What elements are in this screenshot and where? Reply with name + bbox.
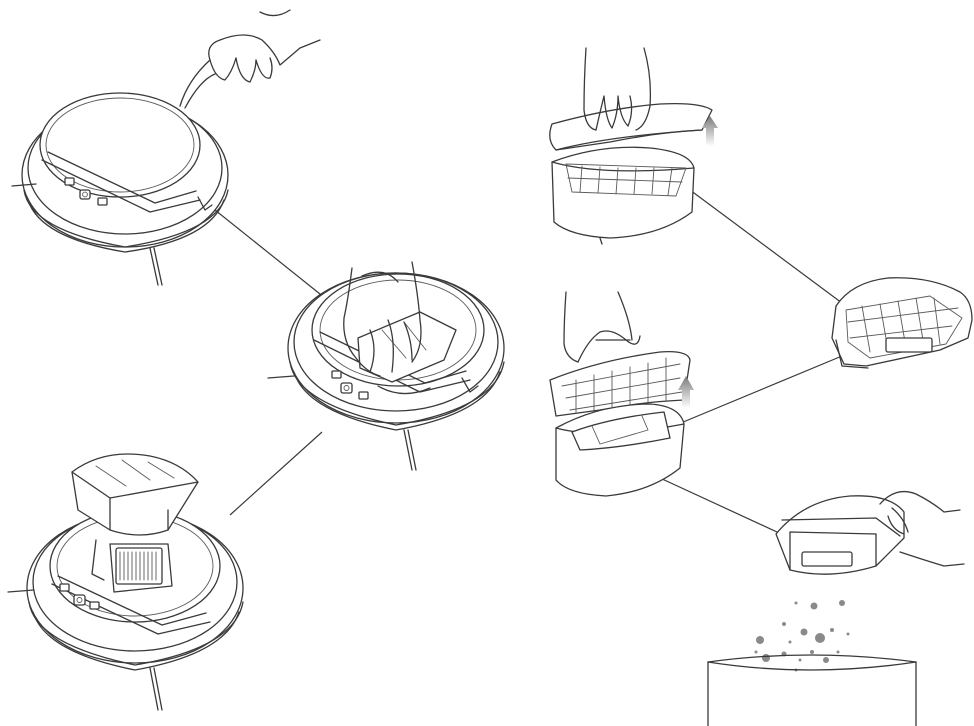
connector-line	[229, 431, 323, 516]
connector-line	[209, 205, 326, 299]
filter-part-icon	[831, 277, 973, 369]
arrow-up-icon	[678, 376, 694, 408]
arrow-up-icon	[702, 116, 718, 146]
dustbin-cover-lift-icon	[549, 47, 718, 245]
connector-line	[675, 355, 843, 426]
dustbin-filter-lift-icon	[549, 291, 694, 497]
connector-lines	[209, 189, 847, 539]
robot-vacuum-lid-open-icon	[11, 9, 321, 286]
connector-line	[689, 189, 847, 307]
trash-can-icon	[707, 654, 917, 726]
robot-vacuum-dustbin-lift-icon	[267, 261, 505, 471]
dust-particles	[754, 600, 850, 672]
dustbin-empty-icon	[775, 490, 965, 575]
connector-line	[659, 477, 791, 539]
robot-vacuum-dustbin-out-icon	[7, 453, 244, 711]
